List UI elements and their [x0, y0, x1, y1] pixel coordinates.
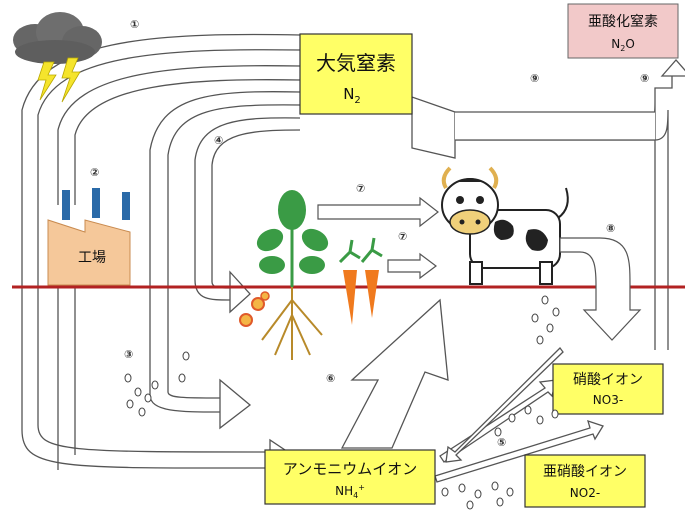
nitrous-oxide-formula: N2O: [611, 37, 635, 53]
nitrite-formula: NO2-: [570, 486, 600, 500]
factory-loop-b: [74, 79, 301, 205]
factory-label: 工場: [78, 250, 106, 266]
storm-cloud-icon: [13, 12, 102, 103]
atmospheric-nitrogen-formula: N2: [343, 85, 361, 106]
feed-arrows: [317, 196, 439, 280]
nitrate-box: [552, 363, 664, 415]
factory-loop-a: [57, 65, 301, 205]
nitrate-formula: NO3-: [593, 393, 623, 407]
ammonium-to-nitrite-arrow: [434, 419, 604, 483]
ammonium-label: アンモニウムイオン: [283, 460, 417, 478]
step-number-7b: ⑦: [398, 230, 407, 243]
nitrite-label: 亜硝酸イオン: [543, 464, 627, 480]
cow-icon: [441, 166, 569, 285]
ammonium-uptake-arrow: [340, 298, 449, 449]
outer-loop-arrow-b: [37, 49, 301, 453]
inner-loop-a: [149, 91, 301, 413]
ammonium-box: [264, 449, 436, 505]
soil-particles: [124, 295, 560, 510]
ammonium-formula: NH4+: [335, 483, 365, 500]
step-number-5: ⑤: [497, 436, 506, 449]
nitrite-box: [524, 454, 646, 508]
inner-loop-b: [167, 104, 301, 399]
step-number-3: ③: [124, 348, 133, 361]
nitrate-label: 硝酸イオン: [573, 372, 643, 388]
plant-to-cow-arrow: [317, 196, 439, 228]
step-number-6: ⑥: [326, 372, 335, 385]
manure-arrow: [559, 237, 642, 341]
root-loop-a: [194, 117, 301, 301]
step-number-8: ⑧: [606, 222, 615, 235]
legume-plant-icon: [239, 190, 329, 360]
carrot-icon: [338, 237, 383, 325]
lightning-bolt-2: [61, 57, 81, 103]
step-number-9a: ⑨: [530, 72, 539, 85]
arrow-nine-body: [455, 112, 655, 140]
step-number-2: ②: [90, 166, 99, 179]
nitrous-oxide-box: [567, 3, 679, 59]
atmospheric-nitrogen-label: 大気窒素: [316, 51, 396, 75]
arrowhead-roots: [229, 270, 251, 314]
lightning-bolt-1: [37, 61, 57, 101]
arrowhead-inner: [219, 378, 252, 430]
step-number-9b: ⑨: [640, 72, 649, 85]
step-number-1: ①: [130, 18, 139, 31]
step-number-7a: ⑦: [356, 182, 365, 195]
arrowhead-to-n2o: [660, 59, 685, 77]
nitrate-to-ammonium-arrow: [445, 347, 564, 463]
arrowhead-to-n2: [411, 96, 456, 159]
outer-loop-arrow-a: [21, 33, 301, 469]
factory-icon: [47, 188, 131, 286]
nitrous-oxide-label: 亜酸化窒素: [588, 13, 658, 30]
ion-conversion-arrows: [434, 347, 604, 483]
arrow-nine-outline: [455, 111, 655, 141]
atmospheric-nitrogen-box: [299, 33, 413, 115]
step-number-4: ④: [214, 134, 223, 147]
carrot-to-cow-arrow: [387, 252, 437, 280]
